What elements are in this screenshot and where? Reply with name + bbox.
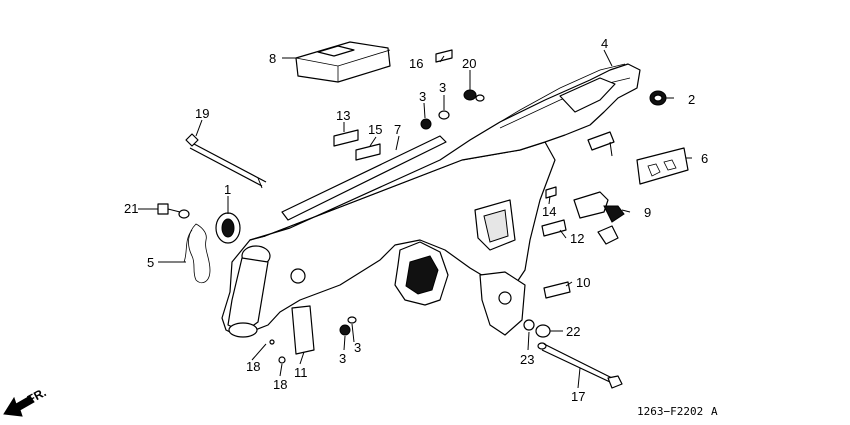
callout-labels: 1 2 3 3 3 3 4 5 6 7 8 9 10 11 12 13 14 1… <box>124 36 708 404</box>
callout-10: 10 <box>576 275 590 290</box>
part-9-bracket <box>573 191 625 245</box>
part-6-plate <box>636 147 689 185</box>
callout-6: 6 <box>701 151 708 166</box>
callout-1: 1 <box>224 182 231 197</box>
callout-8: 8 <box>269 51 276 66</box>
callout-7: 7 <box>394 122 401 137</box>
part-19-bolt <box>185 133 267 189</box>
callout-13: 13 <box>336 108 350 123</box>
callout-18: 18 <box>246 359 260 374</box>
part-22-23-nut-washer <box>523 319 551 338</box>
part-7-strip <box>281 135 447 221</box>
callout-18: 18 <box>273 377 287 392</box>
part-18-pins <box>269 339 286 364</box>
callout-3: 3 <box>419 89 426 104</box>
labels <box>291 49 571 355</box>
callout-3: 3 <box>439 80 446 95</box>
callout-11: 11 <box>294 365 308 380</box>
reference-code-text: 1263−F2202 <box>637 405 703 418</box>
callout-2: 2 <box>688 92 695 107</box>
callout-12: 12 <box>570 231 584 246</box>
callout-21: 21 <box>124 201 138 216</box>
callout-3: 3 <box>339 351 346 366</box>
callout-5: 5 <box>147 255 154 270</box>
main-frame <box>221 63 641 338</box>
part-21-bolt <box>157 203 190 219</box>
callout-15: 15 <box>368 122 382 137</box>
reference-code-suffix: A <box>711 405 718 418</box>
reference-code: 1263−F2202 A <box>637 405 718 418</box>
leader-lines <box>138 49 692 389</box>
callout-4: 4 <box>601 36 608 51</box>
callout-17: 17 <box>571 389 585 404</box>
callout-19: 19 <box>195 106 209 121</box>
part-17-bolt <box>537 342 623 389</box>
callout-23: 23 <box>520 352 534 367</box>
front-direction-arrow: FR. <box>3 385 48 417</box>
callout-20: 20 <box>462 56 476 71</box>
fasteners <box>339 89 667 336</box>
part-8-box <box>295 41 391 83</box>
part-1-pulley <box>215 212 241 244</box>
callout-3: 3 <box>354 340 361 355</box>
part-5-spring <box>183 223 211 284</box>
callout-16: 16 <box>409 56 423 71</box>
callout-9: 9 <box>644 205 651 220</box>
callout-22: 22 <box>566 324 580 339</box>
callout-14: 14 <box>542 204 556 219</box>
